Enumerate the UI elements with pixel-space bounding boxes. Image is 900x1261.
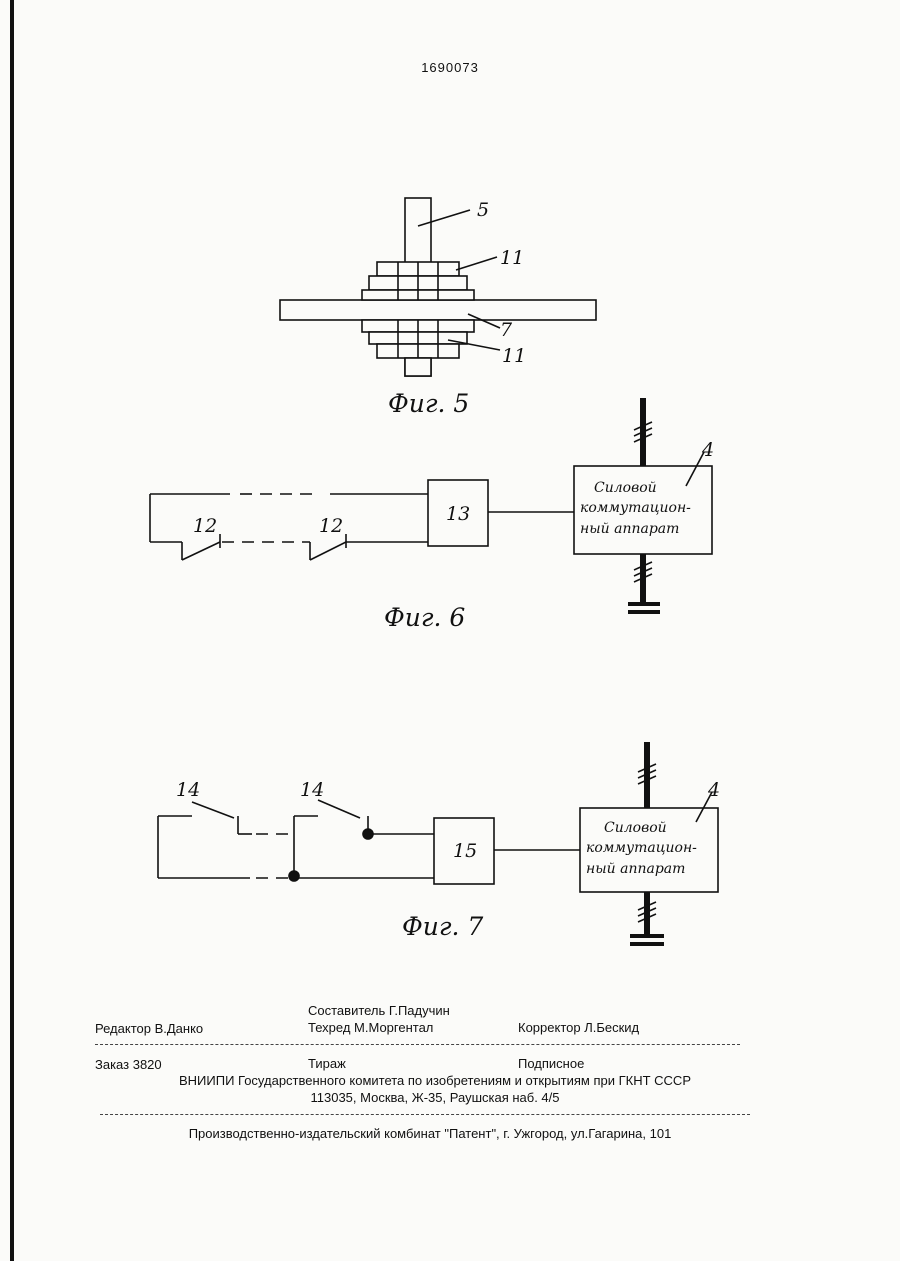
fig5-label-rail: 7 (500, 319, 513, 341)
imprint-techred: Техред М.Моргентал (308, 1020, 433, 1035)
fig7-device-line-1: Силовой (604, 820, 667, 836)
fig6-device-line-2: коммутацион- (580, 500, 691, 516)
fig6-contact-label-1: 12 (193, 515, 217, 537)
contact-12a (182, 542, 220, 560)
imprint-corrector: Корректор Л.Бескид (518, 1020, 639, 1035)
figure-5: 5 11 7 11 Фиг. 5 (280, 198, 596, 418)
imprint-order: Заказ 3820 (95, 1057, 162, 1072)
imprint-subscription: Подписное (518, 1056, 584, 1071)
fig5-label-nut-upper: 11 (500, 247, 524, 269)
fig7-contact-label-2: 14 (300, 779, 324, 801)
figure-7: 14 14 15 4 Силовой коммутацион- ный аппа… (158, 742, 720, 944)
imprint-institution: ВНИИПИ Государственного комитета по изоб… (0, 1073, 870, 1088)
contact-14b (318, 800, 360, 818)
junction-dot-2 (289, 871, 299, 881)
fig7-device-line-3: ный аппарат (586, 861, 685, 877)
fig6-device-line-3: ный аппарат (580, 521, 679, 537)
contact-14a (192, 802, 234, 818)
rail-7 (280, 300, 596, 320)
junction-dot-1 (363, 829, 373, 839)
block-15-label: 15 (453, 840, 477, 862)
fig7-device-number: 4 (707, 779, 720, 801)
imprint-rule-1 (95, 1044, 740, 1045)
imprint-compiler: Составитель Г.Падучин (308, 1003, 450, 1018)
contact-12b (310, 542, 346, 560)
fig6-caption: Фиг. 6 (384, 603, 465, 632)
figure-6: 12 12 13 4 Силовой коммутацион- ный аппа… (150, 398, 714, 632)
fig6-device-line-1: Силовой (594, 480, 657, 496)
fig6-contact-label-2: 12 (319, 515, 343, 537)
fig7-contact-label-1: 14 (176, 779, 200, 801)
fig7-caption: Фиг. 7 (402, 912, 483, 941)
fig5-caption: Фиг. 5 (388, 389, 469, 418)
fig5-label-rod: 5 (477, 199, 489, 221)
imprint-rule-2 (100, 1114, 750, 1115)
imprint-editor: Редактор В.Данко (95, 1021, 203, 1036)
fig6-device-number: 4 (701, 439, 714, 461)
block-13-label: 13 (446, 503, 470, 525)
imprint-publisher: Производственно-издательский комбинат "П… (0, 1126, 860, 1141)
imprint-circulation: Тираж (308, 1056, 346, 1071)
fig7-device-line-2: коммутацион- (586, 840, 697, 856)
imprint-address: 113035, Москва, Ж-35, Раушская наб. 4/5 (0, 1090, 870, 1105)
fig5-label-nut-lower: 11 (502, 345, 526, 367)
